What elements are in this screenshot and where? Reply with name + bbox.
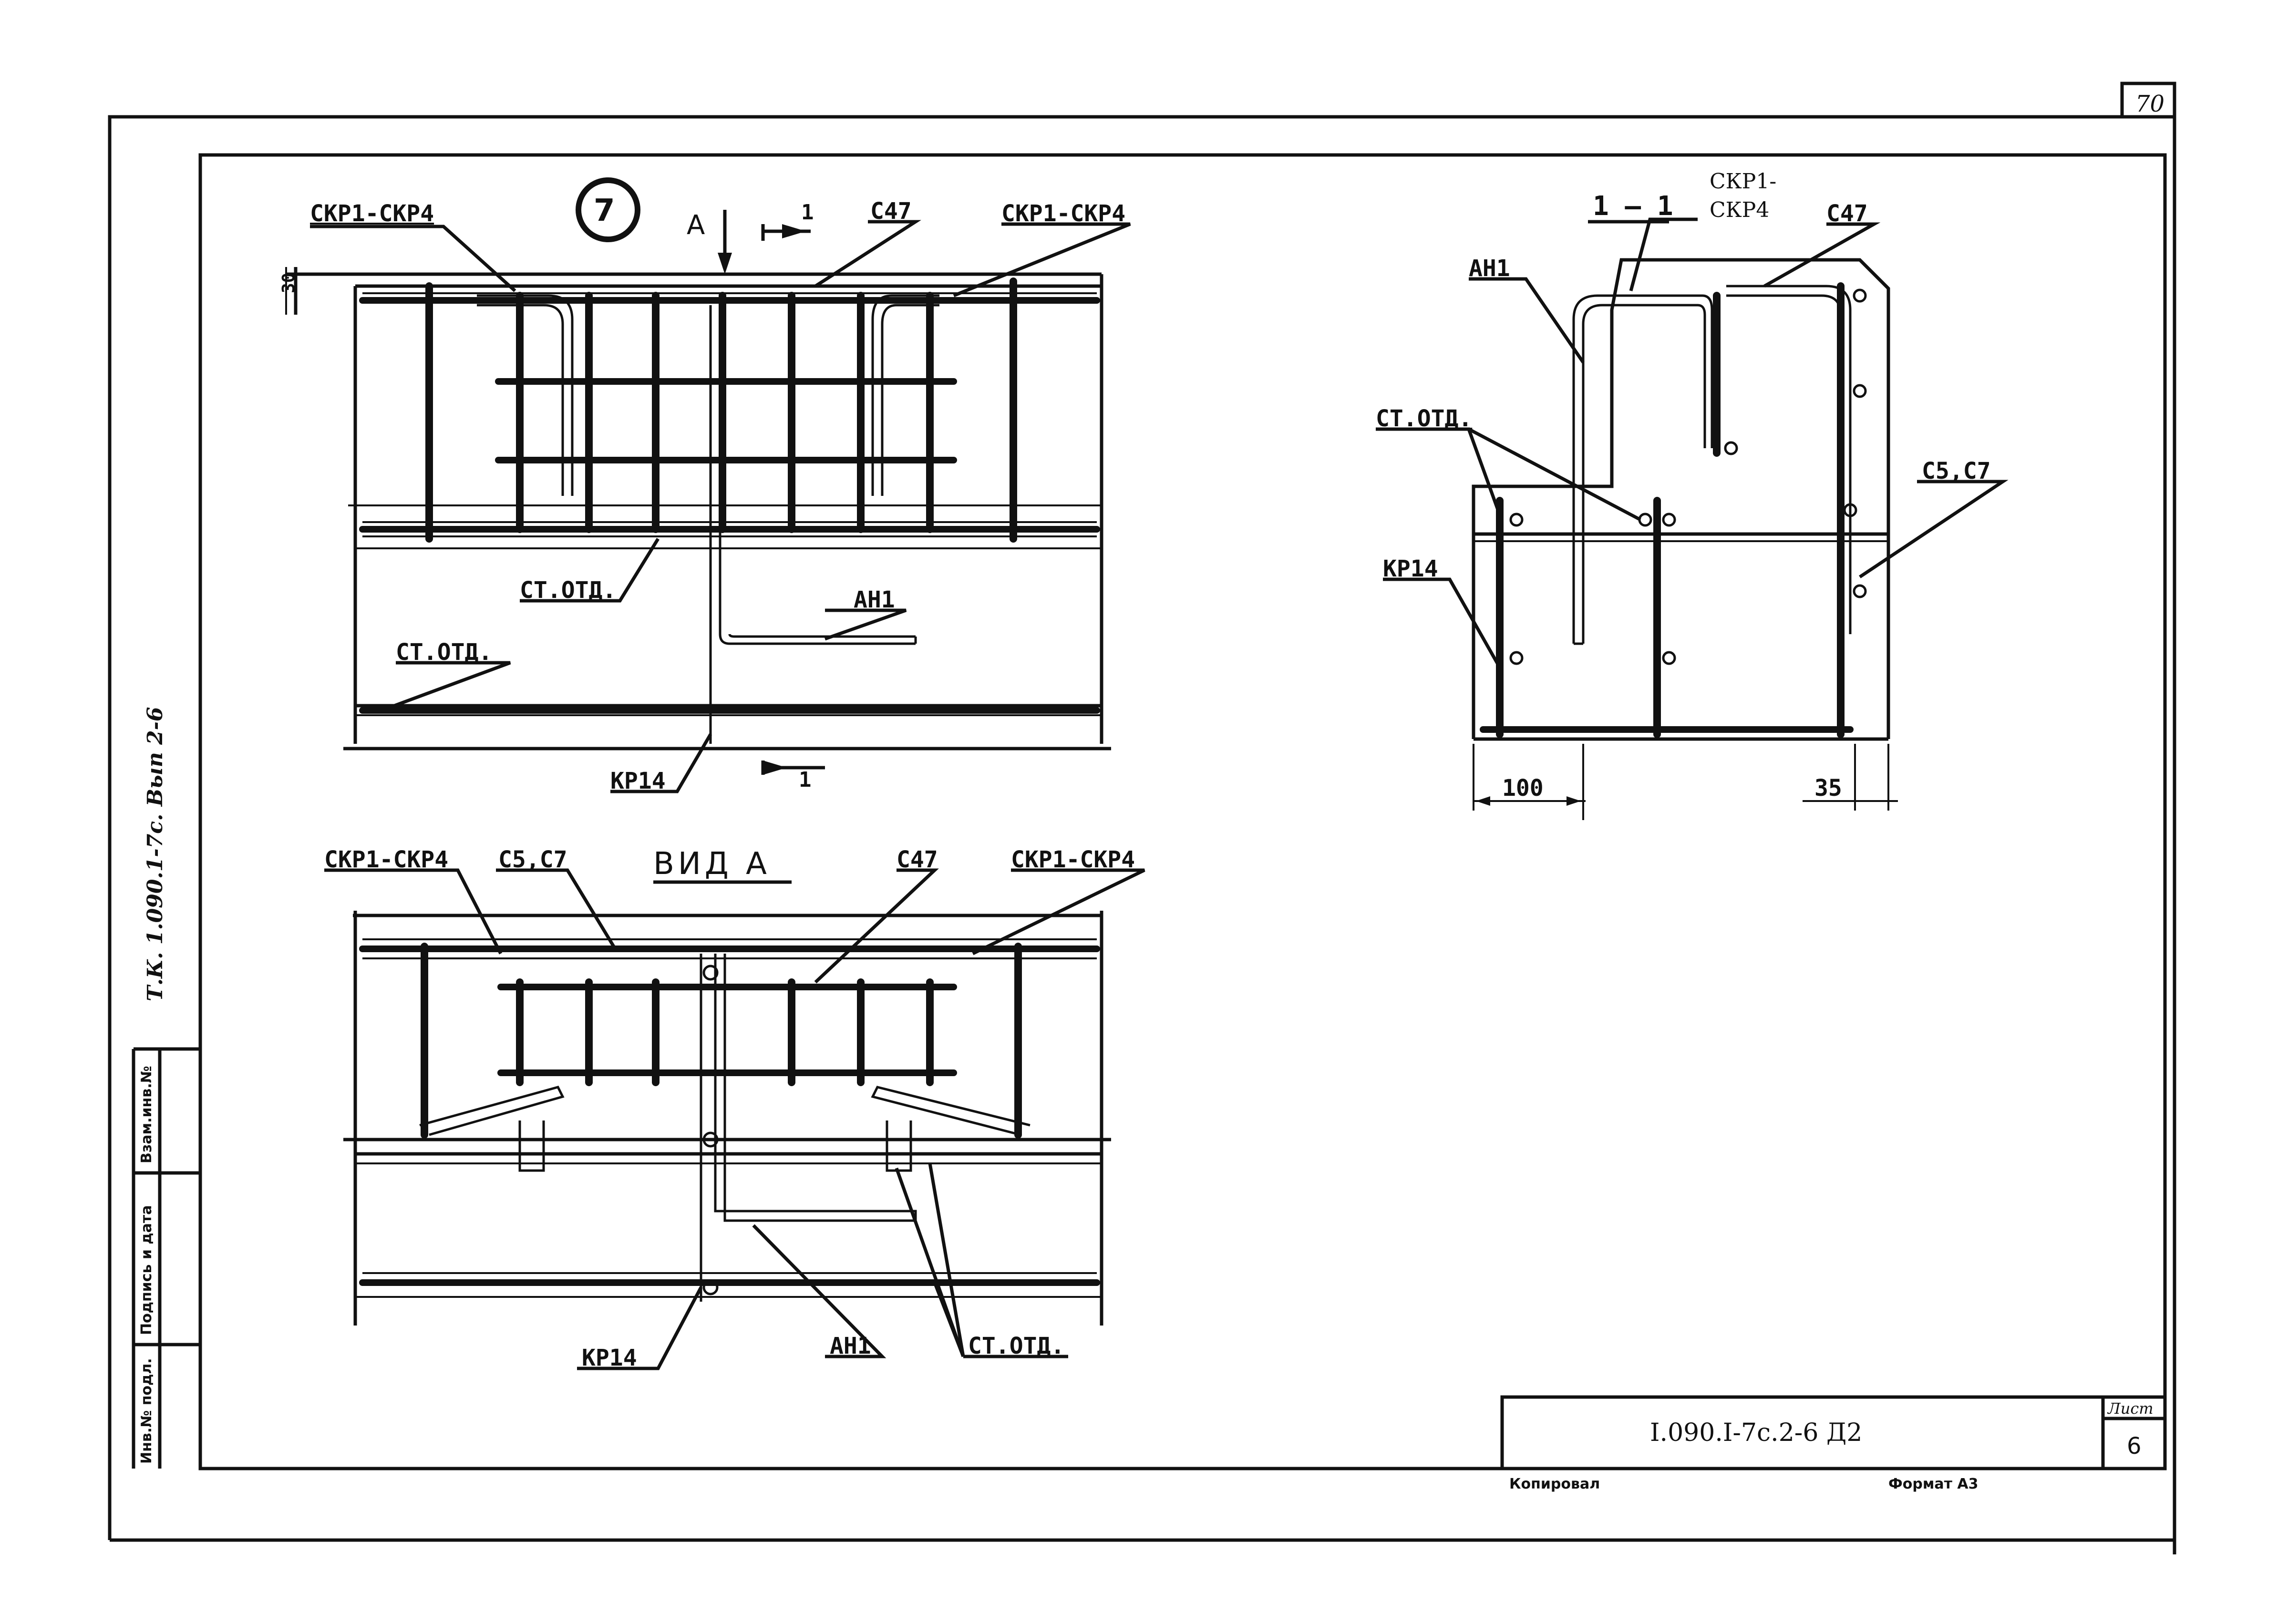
sheet-number: 6 bbox=[2127, 1433, 2142, 1460]
sheet-border bbox=[108, 82, 2176, 1554]
sheet-label: Лист bbox=[2108, 1399, 2154, 1418]
view-a-title: ВИД А bbox=[653, 846, 771, 882]
format-label: Формат А3 bbox=[1888, 1476, 1979, 1492]
cut-mark-bottom: 1 bbox=[799, 768, 812, 792]
label-ckr-left: СКР1-СКР4 bbox=[310, 200, 434, 227]
cut-mark-top: 1 bbox=[801, 200, 814, 225]
label-ckr-right: СКР1-СКР4 bbox=[1001, 200, 1126, 227]
view-a-label-ct-otd: СТ.ОТД. bbox=[968, 1333, 1065, 1359]
view-arrow-label-a: А bbox=[687, 210, 705, 241]
page-number: 70 bbox=[2135, 91, 2165, 117]
view-a-label-ckr-left: СКР1-СКР4 bbox=[324, 846, 449, 873]
view-a-label-c5c7: С5,С7 bbox=[498, 846, 567, 873]
copied-label: Копировал bbox=[1509, 1476, 1600, 1492]
view-a-label-c47: С47 bbox=[897, 846, 938, 873]
stamp-cell-signature: Подпись и дата bbox=[138, 1205, 155, 1335]
section-label-ckr-line1: СКР1- bbox=[1710, 169, 1777, 194]
section-label-c5c7: С5,С7 bbox=[1922, 458, 1991, 484]
doc-code: I.090.I-7c.2-6 Д2 bbox=[1650, 1418, 1863, 1447]
view-a-label-kr14: КР14 bbox=[582, 1345, 637, 1371]
dimension-35: 35 bbox=[1814, 775, 1842, 802]
label-ct-otd-2: СТ.ОТД. bbox=[396, 639, 493, 666]
label-kr14: КР14 bbox=[610, 768, 666, 794]
dimension-30: 30 bbox=[279, 272, 299, 293]
section-label-ct-otd: СТ.ОТД. bbox=[1376, 405, 1473, 432]
section-label-c47: С47 bbox=[1826, 200, 1868, 227]
stamp-cell-replace-inv: Взам.инв.№ bbox=[138, 1066, 155, 1163]
view-a-label-ckr-right: СКР1-СКР4 bbox=[1011, 846, 1135, 873]
node-number: 7 bbox=[594, 193, 615, 228]
label-ahi: АН1 bbox=[854, 586, 895, 613]
label-ct-otd-1: СТ.ОТД. bbox=[520, 577, 617, 604]
view-a-drawing bbox=[324, 868, 1145, 1370]
section-label-ckr-line2: СКР4 bbox=[1710, 198, 1770, 222]
section-label-ahi: АН1 bbox=[1469, 255, 1510, 282]
section-title: 1 — 1 bbox=[1593, 191, 1673, 222]
side-note: Т.К. 1.090.1-7с. Вып 2-6 bbox=[143, 707, 167, 1001]
label-c47: С47 bbox=[870, 198, 912, 225]
stamp-cell-inv-no: Инв.№ подл. bbox=[138, 1358, 155, 1464]
section-1-1-drawing bbox=[1376, 217, 2009, 820]
view-top-drawing bbox=[285, 177, 1131, 793]
view-a-label-ahi: АН1 bbox=[830, 1333, 871, 1359]
dimension-100: 100 bbox=[1502, 775, 1544, 802]
section-label-kr14: КР14 bbox=[1383, 555, 1438, 582]
